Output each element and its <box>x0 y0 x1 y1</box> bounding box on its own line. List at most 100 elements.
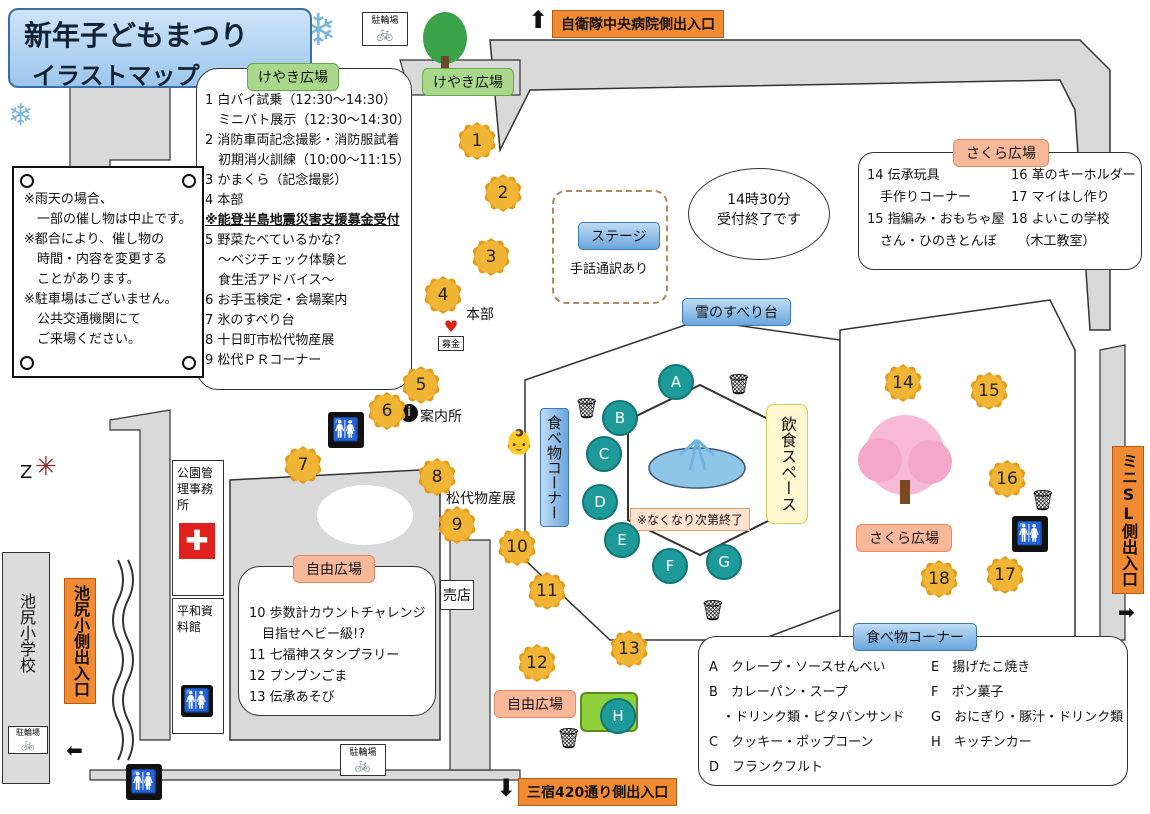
area-marker-2[interactable]: 2 <box>484 174 522 212</box>
notice-line: ※駐車場はございません。 <box>24 292 178 307</box>
exit-left[interactable]: 池尻小側出入口 <box>64 578 96 704</box>
food-stall-B[interactable]: B <box>602 400 638 436</box>
jiyu-item: 13 伝承あそび <box>249 690 335 705</box>
food-item: ・ドリンク類・ピタパンサンド <box>709 710 905 725</box>
arrow-up-icon: ⬆ <box>528 6 549 34</box>
sakura-bubble-title: さくら広場 <box>953 139 1049 167</box>
area-marker-number: 2 <box>497 183 509 203</box>
area-marker-9[interactable]: 9 <box>438 506 476 544</box>
area-marker-7[interactable]: 7 <box>284 446 322 484</box>
parking-top: 駐輪場 🚲 <box>362 12 408 46</box>
keyaki-item: 初期消火訓練（10:00～11:15） <box>205 153 410 168</box>
area-marker-1[interactable]: 1 <box>458 122 496 160</box>
toilet-icon: 🚻 <box>1012 516 1048 552</box>
keyaki-bubble-title: けやき広場 <box>247 63 339 91</box>
food-item: F ポン菓子 <box>931 685 1004 700</box>
food-item: B カレーパン・スープ <box>709 685 848 700</box>
food-item: A クレープ・ソースせんべい <box>709 660 886 675</box>
sakura-item: さん・ひのきとんぼ <box>867 234 997 249</box>
sakura-item: 手作りコーナー <box>867 190 972 205</box>
keyaki-item: 3 かまくら（記念撮影） <box>205 173 348 188</box>
area-marker-14[interactable]: 14 <box>884 364 922 402</box>
koen-kanri-box: 公園管理事務所 ✚ <box>172 460 224 596</box>
area-marker-number: 15 <box>978 381 1000 401</box>
notice-line: 時間・内容を変更する <box>24 252 168 267</box>
area-marker-number: 10 <box>506 537 528 557</box>
koen-kanri-label: 公園管理事務所 <box>177 466 214 512</box>
bicycle-icon: 🚲 <box>354 758 372 773</box>
food-stall-G[interactable]: G <box>706 544 742 580</box>
keyaki-tree-label: けやき広場 <box>422 68 514 96</box>
notice-list: ※雨天の場合、 一部の催し物は中止です。※都合により、催し物の 時間・内容を変更… <box>24 190 192 350</box>
area-marker-5[interactable]: 5 <box>402 366 440 404</box>
bicycle-icon: 🚲 <box>376 26 394 42</box>
food-stall-H[interactable]: H <box>600 698 636 734</box>
stroller-icon: 👶 <box>504 428 534 456</box>
area-marker-16[interactable]: 16 <box>988 460 1026 498</box>
snow-slide-label: 雪のすべり台 <box>682 298 792 326</box>
heiwa-box: 平和資料館 🚻 <box>172 598 224 734</box>
keyaki-item: 6 お手玉検定・会場案内 <box>205 293 348 308</box>
area-marker-15[interactable]: 15 <box>970 372 1008 410</box>
area-marker-4[interactable]: 4 <box>424 276 462 314</box>
jiyu-item: 目指せヘビー級!? <box>249 627 366 642</box>
toilet-icon: 🚻 <box>181 685 213 717</box>
eat-space: 飲食スペース <box>766 404 808 524</box>
food-item: H キッチンカー <box>931 735 1032 750</box>
arrow-right-icon: ➡ <box>1118 600 1135 624</box>
parking-left: 駐輪場 🚲 <box>8 726 48 754</box>
area-marker-number: 14 <box>892 373 914 393</box>
exit-right[interactable]: ミニSL側出入口 <box>1112 446 1144 594</box>
parking-label: 駐輪場 <box>16 728 40 737</box>
pin-icon <box>20 174 34 188</box>
toilet-icon: 🚻 <box>126 764 162 800</box>
keyaki-item: 8 十日町市松代物産展 <box>205 333 335 348</box>
trash-icon: 🗑 <box>700 598 726 622</box>
reception-line1: 14時30分 <box>727 192 791 208</box>
exit-bottom[interactable]: 三宿420通り側出入口 <box>518 778 678 806</box>
food-corner-vertical: 食べ物コーナー <box>540 408 569 527</box>
honbu-label: 本部 <box>466 307 494 323</box>
food-stall-E[interactable]: E <box>604 522 640 558</box>
area-marker-18[interactable]: 18 <box>920 560 958 598</box>
keyaki-bubble: けやき広場 1 白バイ試乗（12:30～14:30） ミニパト展示（12:30～… <box>196 63 412 390</box>
jiyu-item: 11 七福神スタンプラリー <box>249 648 400 663</box>
area-marker-13[interactable]: 13 <box>610 630 648 668</box>
toilet-icon: 🚻 <box>328 412 364 448</box>
parking-bottom: 駐輪場 🚲 <box>340 744 386 776</box>
reception-line2: 受付終了です <box>717 212 801 228</box>
area-marker-number: 9 <box>451 515 463 535</box>
food-stall-A[interactable]: A <box>658 364 694 400</box>
area-marker-number: 7 <box>297 455 309 475</box>
exit-top[interactable]: 自衛隊中央病院側出入口 <box>552 10 724 38</box>
food-stall-F[interactable]: F <box>652 548 688 584</box>
area-marker-17[interactable]: 17 <box>986 556 1024 594</box>
svg-text:Z: Z <box>20 462 32 483</box>
area-marker-6[interactable]: 6 <box>368 392 406 430</box>
food-item: D フランクフルト <box>709 760 824 775</box>
food-stall-C[interactable]: C <box>586 436 622 472</box>
jiyu-item: 12 ブンブンごま <box>249 669 348 684</box>
matsudai-label: 松代物産展 <box>446 491 516 507</box>
area-marker-8[interactable]: 8 <box>418 458 456 496</box>
area-marker-3[interactable]: 3 <box>472 238 510 276</box>
area-marker-11[interactable]: 11 <box>528 572 566 610</box>
area-marker-number: 18 <box>928 569 950 589</box>
keyaki-item: ～ベジチェック体験と <box>205 253 349 268</box>
jiyu-bubble-title: 自由広場 <box>293 555 375 583</box>
svg-text:❄: ❄ <box>8 98 33 133</box>
area-marker-number: 13 <box>618 639 640 659</box>
area-marker-12[interactable]: 12 <box>518 644 556 682</box>
food-item: G おにぎり・豚汁・ドリンク類 <box>931 710 1124 725</box>
keyaki-item: 7 氷のすべり台 <box>205 313 295 328</box>
sakura-area-label: さくら広場 <box>856 524 952 552</box>
food-stall-D[interactable]: D <box>582 484 618 520</box>
keyaki-item: 2 消防車両記念撮影・消防服試着 <box>205 133 400 148</box>
keyaki-item: ミニパト展示（12:30～14:30） <box>205 113 411 128</box>
area-marker-10[interactable]: 10 <box>498 528 536 566</box>
bokin-label: 募金 <box>438 336 464 351</box>
